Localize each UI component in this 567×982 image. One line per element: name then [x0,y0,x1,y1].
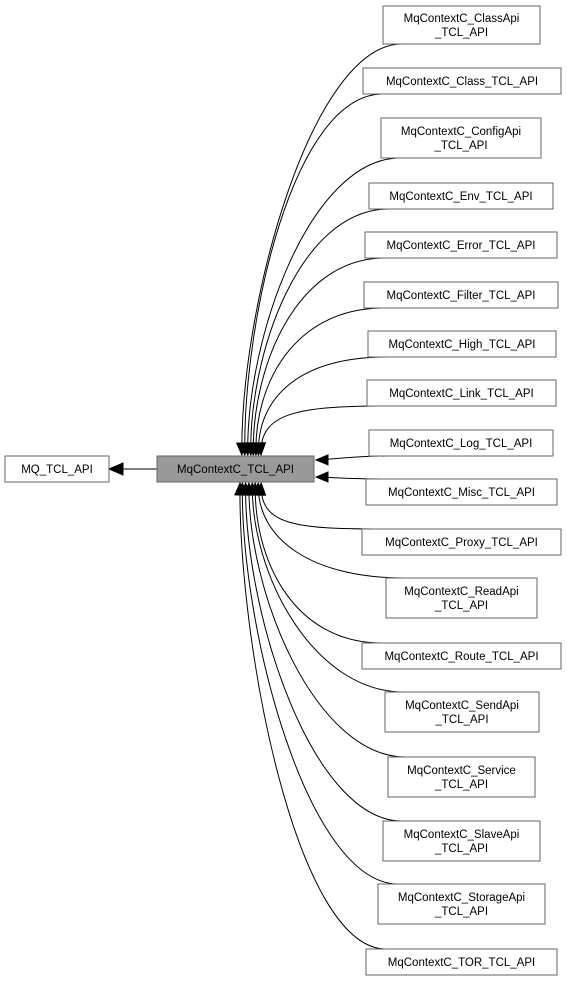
edge-child-5 [252,257,386,456]
child-node-box [365,478,558,506]
child-node-box [366,379,557,407]
child-node-label: MqContextC_TOR_TCL_API [388,957,535,969]
edge-child-15 [248,482,406,758]
child-node-box [362,67,562,95]
child-node-label: MqContextC_Env_TCL_API [389,191,532,203]
child-node[interactable]: MqContextC_SendApi _TCL_API [384,691,540,733]
child-node-label: MqContextC_Link_TCL_API [389,388,533,400]
edge-child-3 [247,157,401,456]
edge-child-6 [255,307,385,456]
child-node-label: MqContextC_Misc_TCL_API [388,487,535,499]
child-node[interactable]: MqContextC_StorageApi _TCL_API [377,883,546,925]
child-node[interactable]: MqContextC_ClassApi _TCL_API [382,5,541,45]
edge-child-7 [257,356,389,456]
child-node-label: MqContextC_StorageApi [398,892,525,904]
edge-child-4 [250,208,390,456]
child-node[interactable]: MqContextC_ReadApi _TCL_API [385,577,538,619]
parent-node-box [4,455,110,483]
child-node-label: _TCL_API [434,906,488,918]
edge-child-11 [260,482,383,530]
child-node-label: _TCL_API [434,27,488,39]
arrowhead-child-9 [314,454,329,466]
child-node[interactable]: MqContextC_ConfigApi _TCL_API [380,117,542,159]
child-node-label: MqContextC_Service [407,765,516,777]
child-node-label: MqContextC_Class_TCL_API [386,76,538,88]
child-node[interactable]: MqContextC_Proxy_TCL_API [361,528,562,556]
edge-child-18 [239,482,387,950]
edge-child-13 [254,482,383,644]
child-node-label: MqContextC_Proxy_TCL_API [385,537,538,549]
child-node[interactable]: MqContextC_Class_TCL_API [362,67,562,95]
child-node-label: _TCL_API [434,779,488,791]
child-node-box [361,642,562,670]
child-node-box [367,330,557,358]
child-node-box [368,182,554,210]
edge-child-12 [257,482,405,579]
child-node[interactable]: MqContextC_Error_TCL_API [364,231,558,259]
edge-child-14 [251,482,404,693]
child-node[interactable]: MqContextC_Env_TCL_API [368,182,554,210]
child-node-box [377,883,546,925]
child-node-label: MqContextC_Filter_TCL_API [387,290,536,302]
parent-node-label: MQ_TCL_API [21,464,93,476]
edge-child-17 [241,482,399,885]
child-node-box [387,756,536,798]
child-node-label: MqContextC_ClassApi [404,13,520,25]
child-node-box [365,948,558,976]
child-node-box [382,820,541,862]
child-node-label: MqContextC_Error_TCL_API [387,240,536,252]
child-node-label: MqContextC_ConfigApi [401,126,521,138]
edge-child-2 [244,93,384,456]
arrowhead-child-18 [234,481,246,496]
child-node-label: _TCL_API [433,140,487,152]
parent-node[interactable]: MQ_TCL_API [4,455,110,483]
child-node-label: MqContextC_SlaveApi [404,829,520,841]
nodes-layer: MQ_TCL_API MqContextC_TCL_API MqContextC… [4,5,562,976]
child-node[interactable]: MqContextC_Log_TCL_API [368,429,554,457]
child-node-label: MqContextC_Log_TCL_API [390,438,533,450]
child-node-label: _TCL_API [434,714,488,726]
child-node-box [363,281,559,309]
child-node[interactable]: MqContextC_Service _TCL_API [387,756,536,798]
child-node-label: _TCL_API [434,600,488,612]
child-node-label: MqContextC_High_TCL_API [388,339,535,351]
edge-child-1 [241,43,402,456]
child-node-box [368,429,554,457]
edge-child-16 [245,482,402,822]
arrowhead-parent [107,462,124,476]
child-node[interactable]: MqContextC_TOR_TCL_API [365,948,558,976]
child-node-box [380,117,542,159]
child-node-label: MqContextC_ReadApi [404,586,518,598]
child-node-box [384,691,540,733]
arrowhead-child-8 [254,442,267,457]
center-node-box [156,455,315,483]
child-node[interactable]: MqContextC_Misc_TCL_API [365,478,558,506]
child-node[interactable]: MqContextC_High_TCL_API [367,330,557,358]
center-node[interactable]: MqContextC_TCL_API [156,455,315,483]
child-node[interactable]: MqContextC_Filter_TCL_API [363,281,559,309]
child-node-label: MqContextC_SendApi [405,700,519,712]
child-node-box [382,5,541,45]
child-node-label: _TCL_API [434,843,488,855]
edges-layer [107,43,406,950]
edge-child-8 [260,405,388,456]
child-node[interactable]: MqContextC_Route_TCL_API [361,642,562,670]
child-node-box [385,577,538,619]
child-node[interactable]: MqContextC_Link_TCL_API [366,379,557,407]
child-node-box [361,528,562,556]
child-node[interactable]: MqContextC_SlaveApi _TCL_API [382,820,541,862]
child-node-label: MqContextC_Route_TCL_API [384,651,538,663]
child-node-box [364,231,558,259]
center-node-label: MqContextC_TCL_API [177,464,294,476]
arrowhead-child-10 [314,471,329,483]
